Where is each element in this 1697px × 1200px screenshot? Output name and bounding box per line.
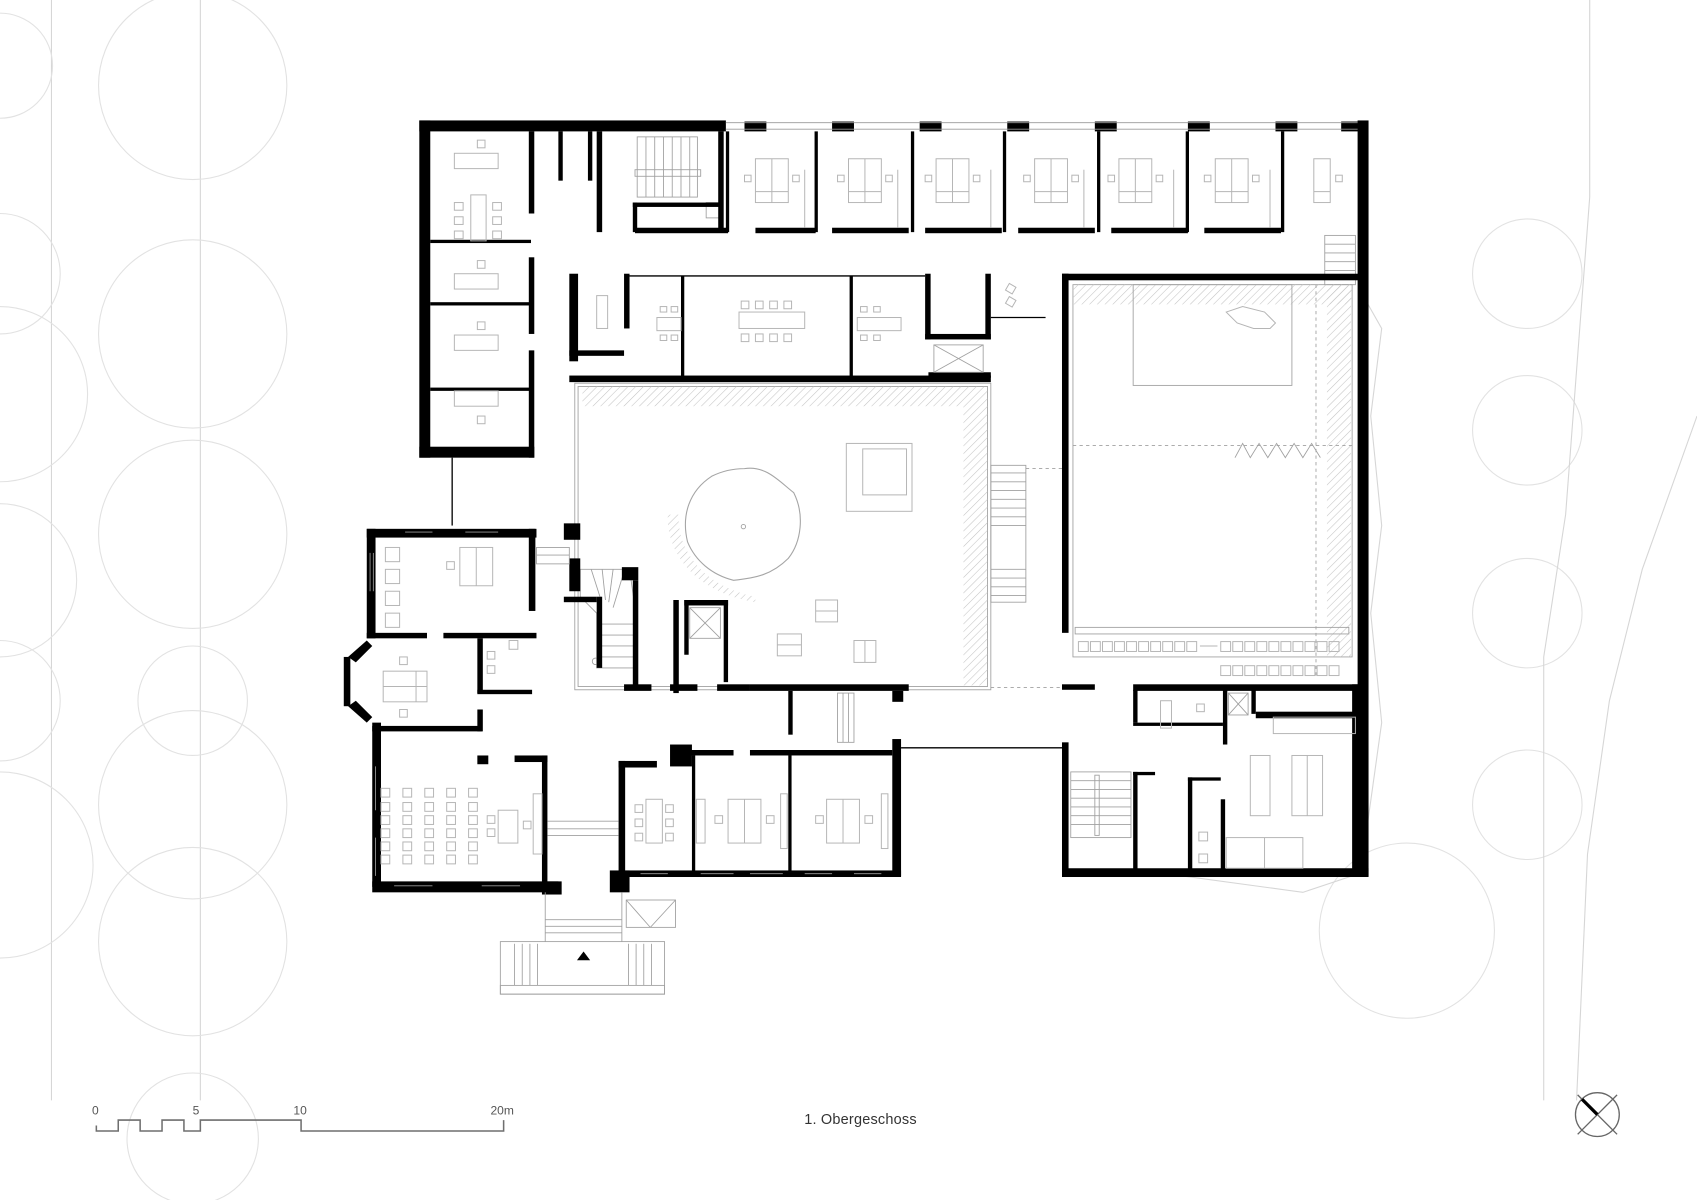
stair-north: [634, 136, 722, 219]
hall-seating: [1077, 641, 1340, 677]
drawing-title: 1. Obergeschoss: [0, 1112, 1697, 1128]
courtyard: [574, 382, 1065, 691]
hall: [1061, 273, 1364, 876]
scale-tick-10: 10: [293, 1104, 307, 1118]
classroom-seating: [380, 787, 478, 865]
scale-tick-0: 0: [92, 1104, 99, 1118]
west-wing: [419, 120, 593, 526]
spiral-stair: [579, 568, 636, 669]
north-wing: [419, 120, 1369, 876]
entrance: [499, 892, 676, 995]
window-piers: [744, 121, 1364, 132]
scale-tick-5: 5: [193, 1104, 200, 1118]
bedroom-furniture: [743, 158, 1343, 228]
service-block: [1061, 684, 1369, 878]
meeting-rooms: [569, 273, 1046, 383]
scale-bar: 0 5 10 20m: [92, 1104, 514, 1132]
south-villa: [343, 523, 1062, 895]
drawing-title-text: 1. Obergeschoss: [804, 1112, 917, 1128]
entrance-arrow-icon: [576, 951, 591, 961]
scale-tick-20: 20m: [490, 1104, 513, 1118]
north-arrow-icon: [1574, 1092, 1620, 1138]
